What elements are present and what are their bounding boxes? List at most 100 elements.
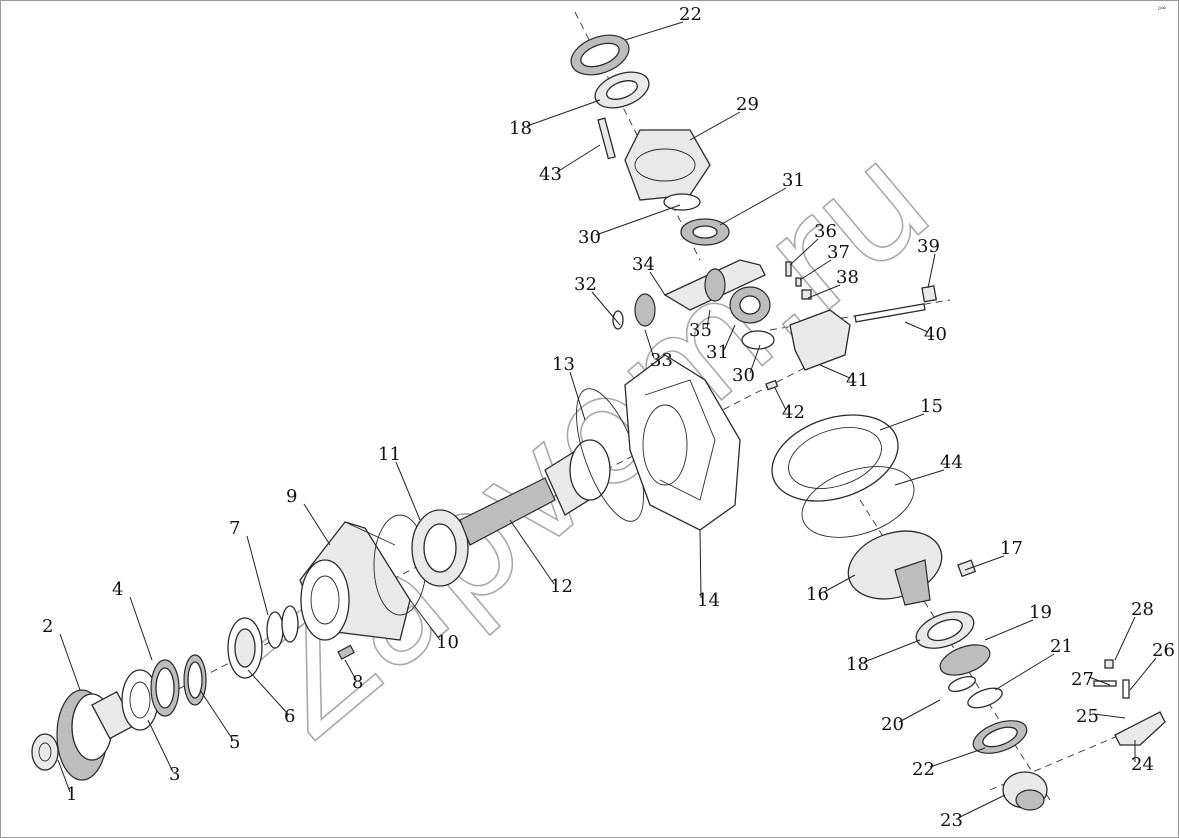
callout-leader-5 [199, 689, 234, 741]
callout-leader-3 [147, 719, 174, 773]
callout-label-38: 38 [836, 267, 859, 288]
callout-label-19: 19 [1029, 602, 1052, 623]
part-33-pinion-gear [634, 293, 656, 327]
callout-leader-15 [879, 413, 925, 431]
part-26-pin [1122, 679, 1130, 699]
callout-leader-7 [246, 535, 269, 616]
part-22-bearing-nut-bottom [972, 720, 1028, 754]
callout-leader-16 [823, 574, 856, 593]
callout-label-39: 39 [917, 236, 940, 257]
callout-leader-32 [591, 291, 621, 326]
part-42-pin [765, 379, 779, 391]
part-9-pinion-housing [299, 521, 411, 641]
callout-leader-22 [929, 747, 986, 768]
part-41-bracket [789, 309, 851, 371]
part-2-flange [56, 689, 136, 781]
callout-leader-36 [789, 238, 819, 266]
callout-leader-35 [706, 309, 711, 329]
callout-label-4: 4 [112, 579, 123, 600]
part-5-ring [183, 654, 207, 706]
callout-label-6: 6 [284, 706, 295, 727]
callout-label-13: 13 [552, 354, 575, 375]
part-24-plate [1114, 711, 1166, 746]
callout-label-7: 7 [229, 518, 240, 539]
callout-leader-18 [863, 639, 921, 663]
callout-label-37: 37 [827, 242, 850, 263]
callout-label-34: 34 [632, 254, 655, 275]
callout-label-12: 12 [550, 576, 573, 597]
part-29-diff-case-half [624, 129, 711, 201]
callout-leader-18 [526, 99, 601, 127]
part-11-bearing [411, 509, 469, 587]
callout-leader-10 [409, 599, 441, 641]
part-21-washer [967, 687, 1003, 709]
callout-leader-39 [927, 253, 936, 289]
part-32-washer [612, 310, 624, 330]
callout-leader-37 [799, 259, 832, 281]
part-16-hub [847, 530, 943, 606]
callout-leader-17 [964, 555, 1005, 571]
callout-label-36: 36 [814, 221, 837, 242]
callout-leader-14 [699, 529, 702, 599]
callout-label-24: 24 [1131, 754, 1154, 775]
callout-label-26: 26 [1152, 640, 1175, 661]
callout-label-14: 14 [697, 590, 720, 611]
callout-leader-41 [819, 364, 851, 379]
callout-leader-44 [894, 469, 945, 486]
callout-label-41: 41 [846, 370, 869, 391]
callout-leader-2 [59, 633, 81, 691]
part-18-bearing-bottom [915, 611, 975, 649]
part-8-bolt [337, 644, 355, 660]
callout-leader-21 [994, 653, 1055, 691]
part-40-shaft [854, 303, 926, 323]
part-12-pinion-shaft [459, 439, 611, 546]
part-1-nut [31, 733, 59, 771]
callout-leader-31 [723, 324, 736, 351]
part-15-ring-gear [771, 414, 899, 502]
callout-leader-29 [689, 111, 741, 141]
part-6-bearing [227, 617, 263, 679]
callout-leader-4 [129, 596, 153, 661]
part-20-ring [948, 675, 976, 693]
callout-label-32: 32 [574, 274, 597, 295]
callout-label-44: 44 [940, 452, 963, 473]
part-31-side-gear-bottom [729, 286, 771, 324]
part-37-spring [795, 277, 802, 287]
part-28-nut [1104, 659, 1114, 669]
callout-leader-8 [344, 659, 357, 681]
part-43-bolt [597, 117, 616, 160]
callout-label-27: 27 [1071, 669, 1094, 690]
callout-label-42: 42 [782, 402, 805, 423]
callout-leader-27 [1088, 676, 1111, 686]
callout-leader-20 [898, 699, 941, 723]
part-7-shims [266, 605, 299, 649]
callout-label-17: 17 [1000, 538, 1023, 559]
callout-label-30: 30 [732, 365, 755, 386]
callout-label-18: 18 [509, 118, 532, 139]
callout-label-23: 23 [940, 810, 963, 831]
callout-leader-25 [1093, 713, 1126, 719]
part-17-bolt [957, 559, 977, 578]
part-31-side-gear-top [680, 218, 730, 246]
callout-label-33: 33 [650, 350, 673, 371]
callout-leader-13 [569, 371, 586, 421]
part-44-gasket [801, 466, 915, 538]
callout-label-28: 28 [1131, 599, 1154, 620]
callout-label-40: 40 [924, 324, 947, 345]
part-35-pinion-gear [704, 268, 726, 302]
callout-label-18: 18 [846, 654, 869, 675]
callout-leader-9 [303, 503, 331, 546]
callout-label-11: 11 [378, 444, 401, 465]
callout-label-22: 22 [912, 759, 935, 780]
callout-label-3: 3 [169, 764, 180, 785]
callout-leader-33 [644, 329, 655, 359]
callout-leader-34 [649, 271, 666, 296]
part-39-nut [921, 285, 938, 303]
callout-leader-12 [509, 519, 555, 585]
callout-label-31: 31 [706, 342, 729, 363]
part-22-bearing-nut-top [570, 34, 630, 76]
callouts: 1234567891011121314151617181819202122222… [42, 4, 1175, 831]
callout-leader-30 [595, 204, 681, 236]
callout-label-20: 20 [881, 714, 904, 735]
